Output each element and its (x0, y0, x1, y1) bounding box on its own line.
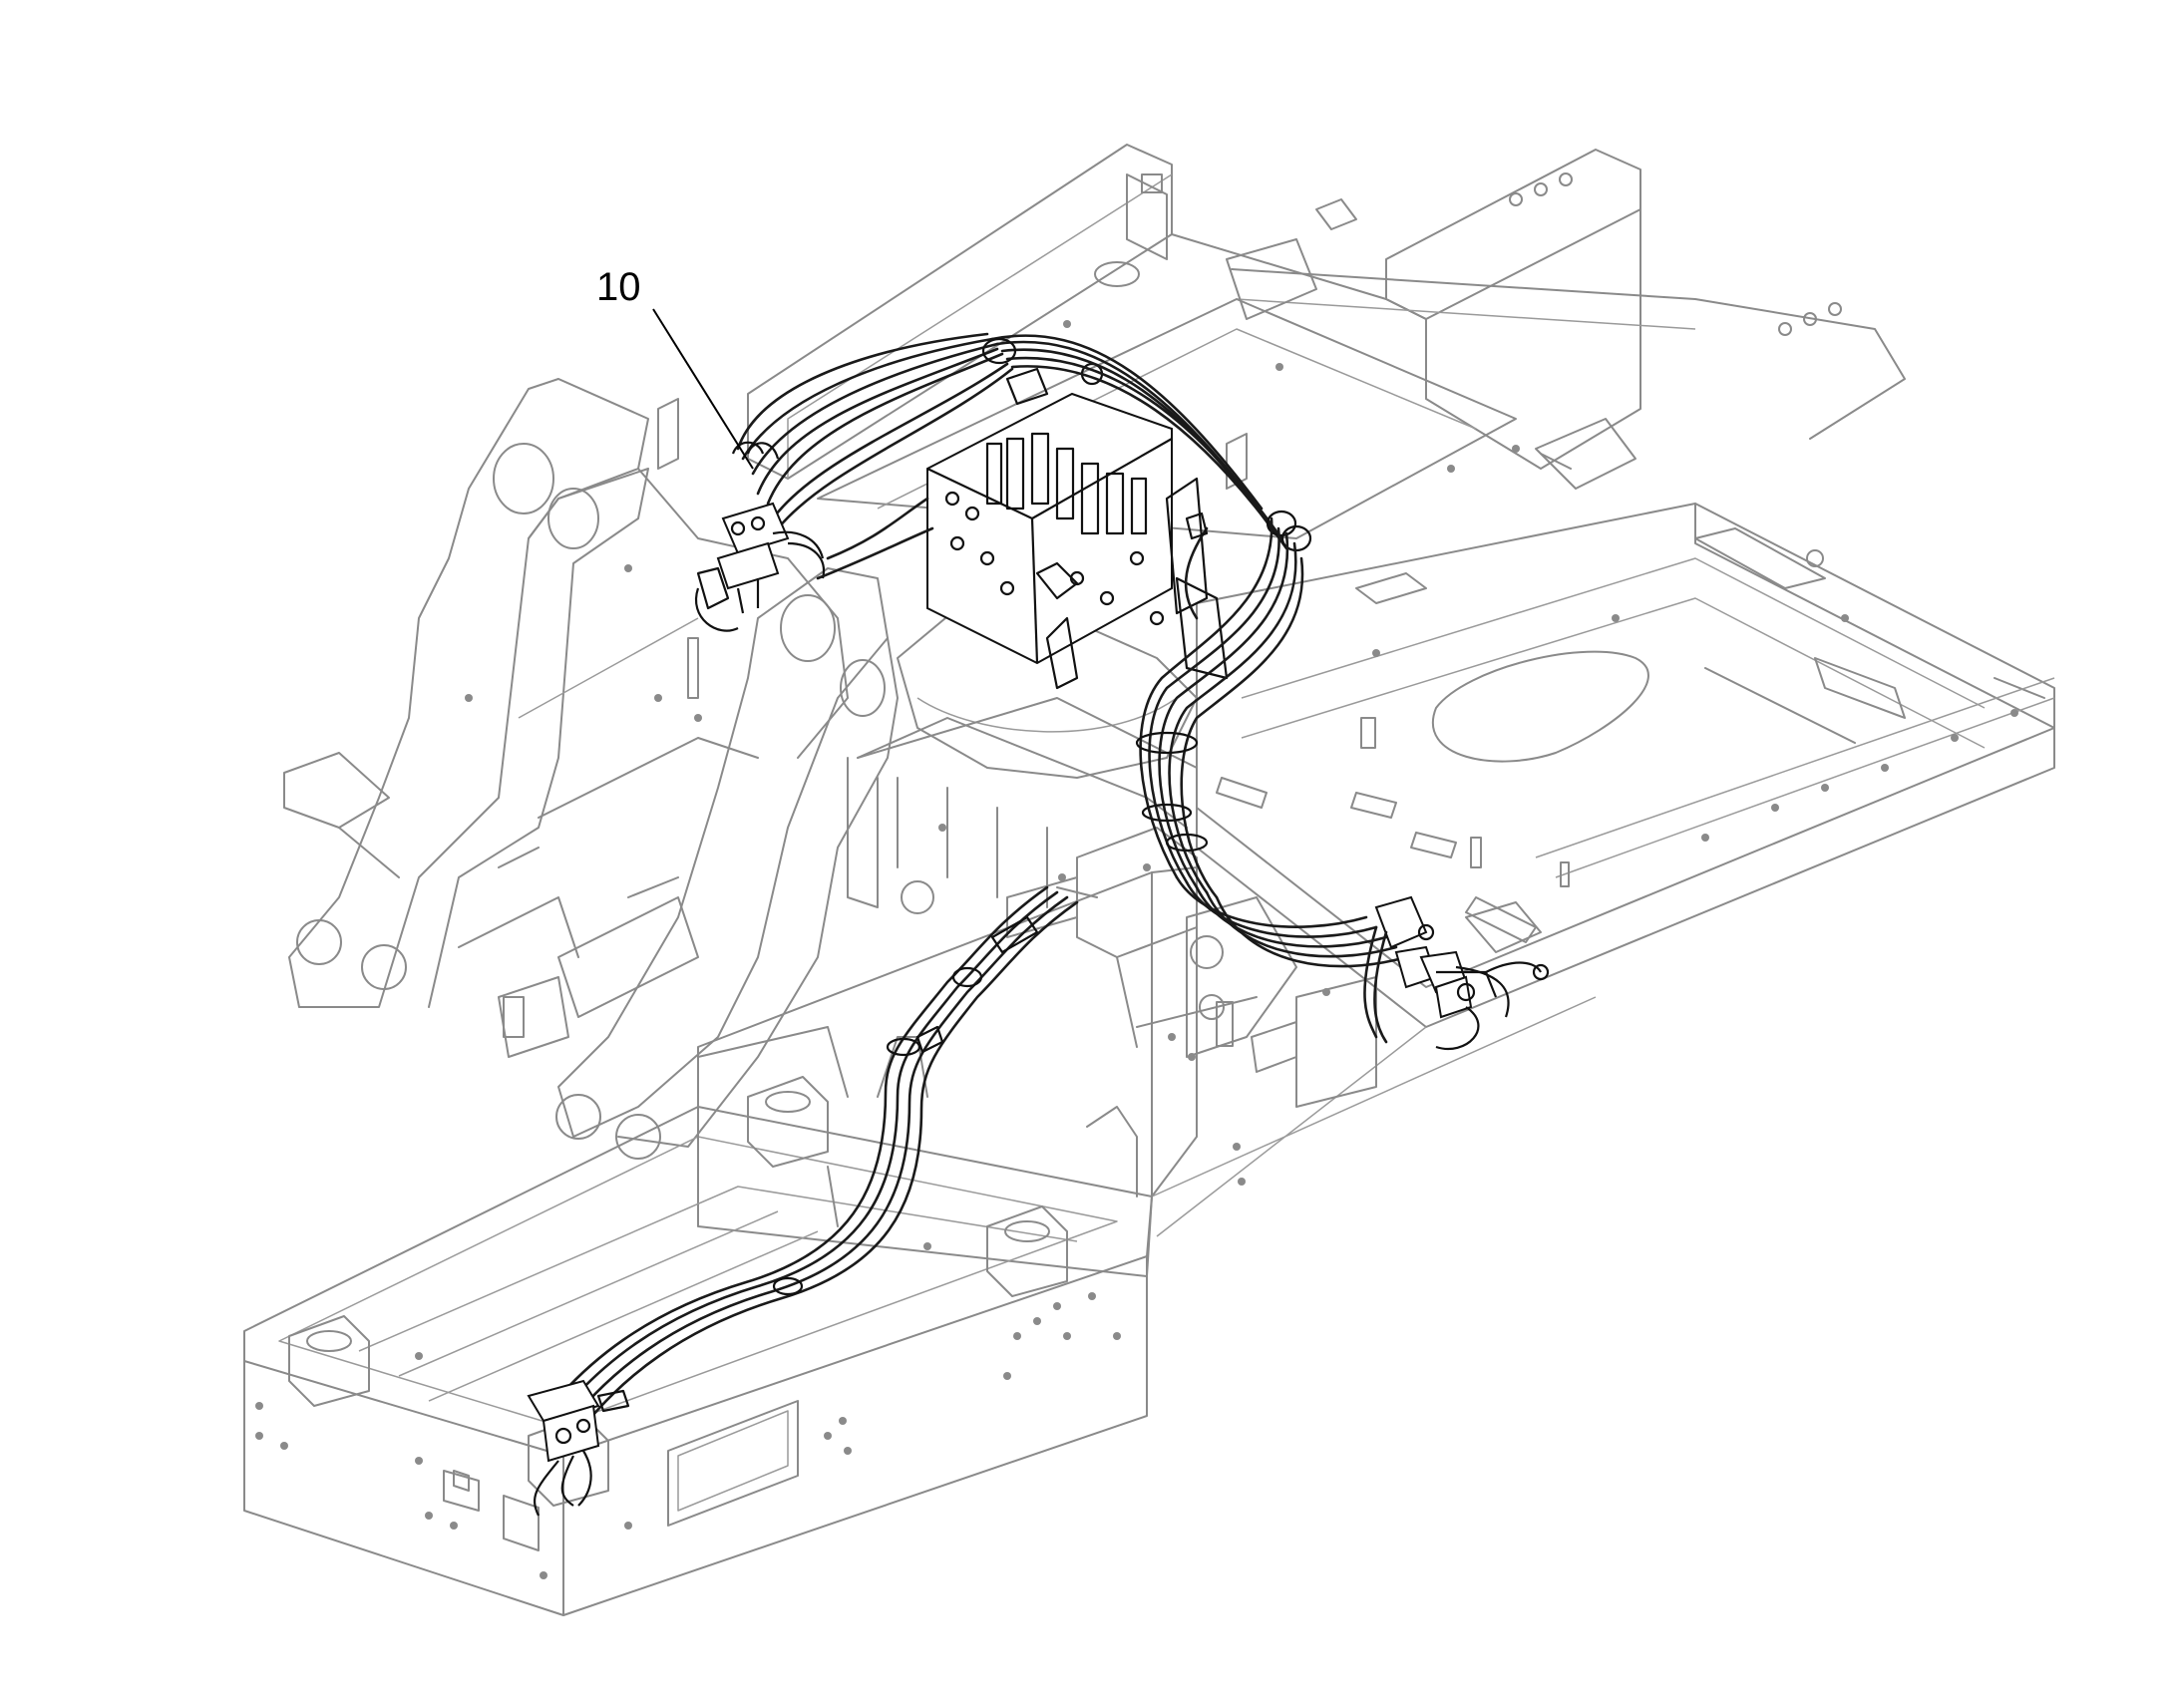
control-valve-block (926, 362, 1229, 690)
lower-frame (697, 866, 1597, 1277)
front-box (243, 1026, 1153, 1616)
callout-label-10: 10 (596, 265, 641, 309)
front-fittings (527, 1379, 630, 1517)
valve-spools (985, 432, 1148, 535)
right-frame (1196, 503, 2055, 1186)
rear-frame (747, 144, 1906, 539)
callout-leader-10 (652, 308, 754, 470)
boom-fork (283, 378, 899, 1160)
right-fittings (1374, 895, 1550, 1050)
left-fittings (695, 441, 826, 632)
hydraulic-hose-bundle (527, 332, 1550, 1517)
